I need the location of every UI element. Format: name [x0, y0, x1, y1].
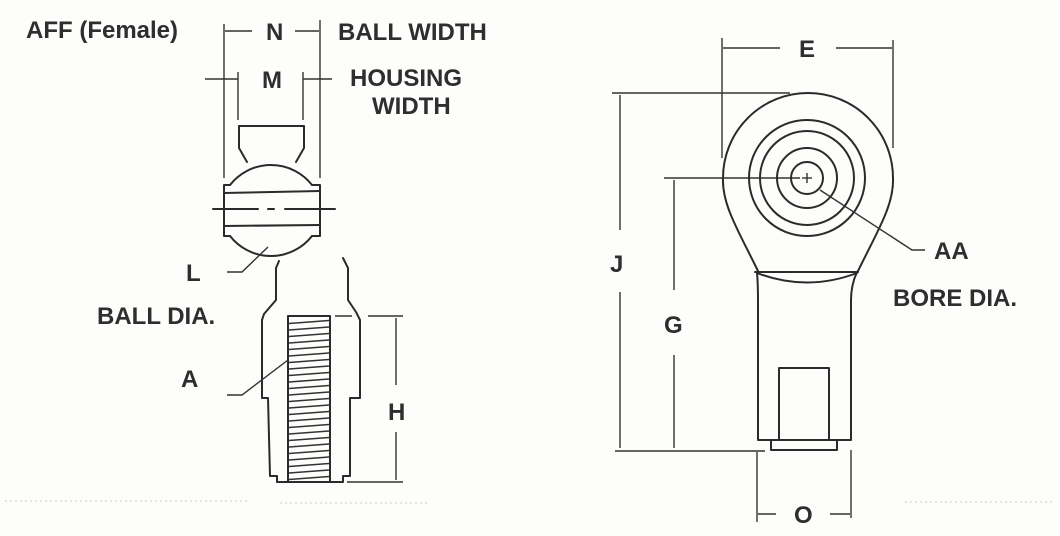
- g-label: G: [664, 312, 683, 339]
- thread-line: [288, 430, 330, 435]
- thread-line: [288, 404, 330, 409]
- ball-band-top: [223, 190, 321, 194]
- shank-base: [770, 439, 838, 451]
- thread-line: [288, 423, 330, 429]
- ball-outer-circle: [748, 119, 866, 237]
- housing-label-1: HOUSING: [350, 65, 462, 92]
- thread-line: [288, 332, 330, 338]
- thread-line: [288, 391, 330, 396]
- aa-label: AA: [934, 238, 969, 265]
- thread-line: [288, 475, 330, 481]
- side-view: N BALL WIDTH M HOUSING WIDTH L BALL DIA.: [97, 19, 487, 483]
- head-outline: [721, 92, 895, 272]
- ball-band-bottom: [223, 224, 321, 227]
- ball-lower-arc: [229, 235, 313, 258]
- thread-line: [288, 449, 330, 455]
- thread-line: [288, 384, 330, 390]
- shank-outline: [261, 257, 361, 483]
- ball-race-circle: [759, 130, 855, 226]
- ball-right-edge: [311, 184, 321, 237]
- a-leader: [227, 359, 289, 396]
- o-label: O: [794, 502, 813, 529]
- title-label: AFF (Female): [26, 17, 178, 44]
- thread-line: [288, 410, 330, 416]
- bore-dia-label: BORE DIA.: [893, 285, 1017, 312]
- thread-line: [288, 436, 330, 442]
- l-label: L: [186, 260, 201, 287]
- thread-line: [288, 339, 330, 344]
- ball-dia-label: BALL DIA.: [97, 303, 215, 330]
- neck-arc: [756, 272, 858, 284]
- ball-upper-arc: [229, 163, 313, 186]
- thread-line: [288, 397, 330, 403]
- housing-top-right: [238, 125, 305, 163]
- shank-body: [756, 271, 858, 441]
- housing-top-left: [238, 125, 248, 163]
- thread-line: [288, 358, 330, 364]
- ball-left-edge: [223, 184, 231, 237]
- l-leader: [227, 246, 269, 273]
- thread-line: [288, 352, 330, 357]
- ball-inner-circle: [776, 147, 838, 209]
- housing-label-2: WIDTH: [372, 93, 451, 120]
- a-label: A: [181, 366, 198, 393]
- thread-line: [288, 443, 330, 448]
- j-label: J: [610, 251, 623, 278]
- thread-line: [288, 326, 330, 331]
- wrench-flat: [778, 367, 830, 441]
- thread-line: [288, 371, 330, 377]
- ball-width-label: BALL WIDTH: [338, 19, 487, 46]
- thread-line: [288, 365, 330, 370]
- thread-line: [288, 469, 330, 474]
- m-label: M: [262, 67, 282, 94]
- aa-leader: [819, 189, 925, 251]
- front-view: E J G AA BORE DIA.: [610, 36, 1017, 529]
- thread-line: [288, 417, 330, 422]
- thread-lines: [288, 319, 330, 481]
- bore-circle: [790, 161, 824, 195]
- thread-line: [288, 378, 330, 383]
- thread-line: [288, 462, 330, 468]
- h-label: H: [388, 399, 405, 426]
- e-label: E: [799, 36, 815, 63]
- thread-line: [288, 345, 330, 351]
- thread-line: [288, 319, 330, 325]
- thread-line: [288, 456, 330, 461]
- thread-hole: [287, 315, 331, 483]
- n-label: N: [266, 19, 283, 46]
